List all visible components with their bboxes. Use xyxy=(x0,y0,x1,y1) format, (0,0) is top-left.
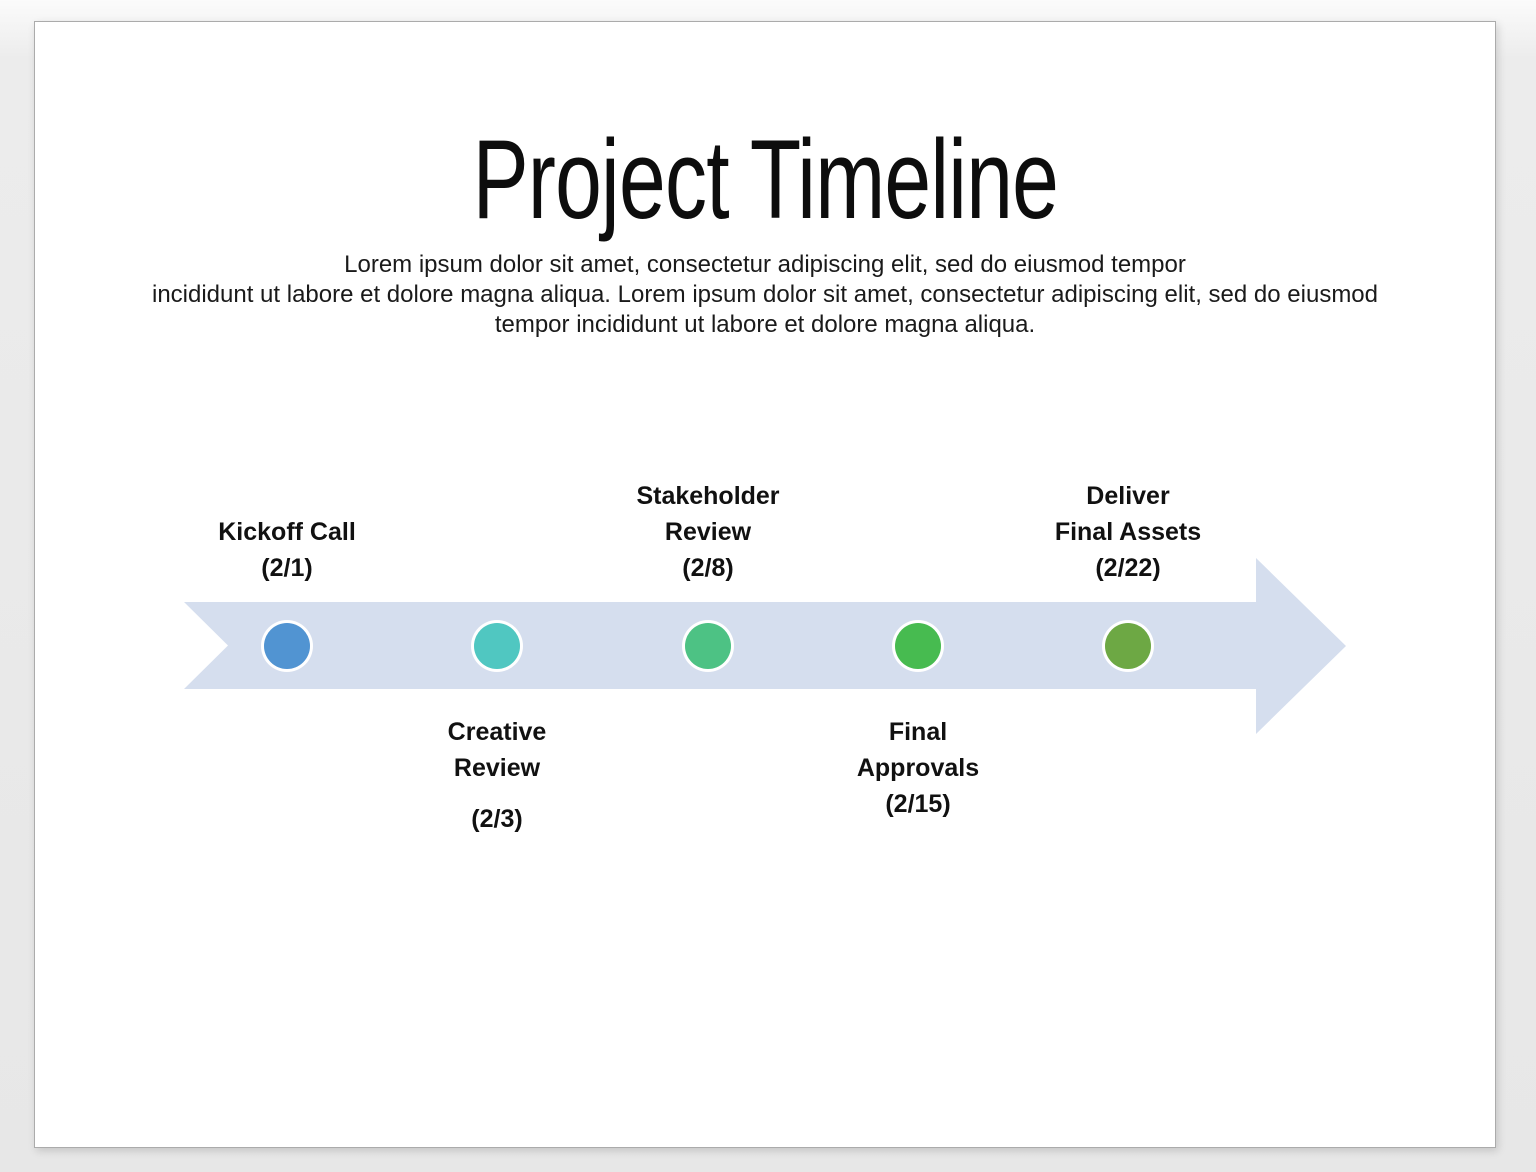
slide-subtitle[interactable]: Lorem ipsum dolor sit amet, consectetur … xyxy=(35,250,1495,340)
milestone-date: (2/1) xyxy=(261,554,313,582)
milestone-name-line: Review xyxy=(453,754,541,782)
milestone-dot-deliver-final-assets[interactable] xyxy=(1105,623,1151,669)
milestone-name-line: Stakeholder xyxy=(636,482,780,510)
milestone-dot-kickoff-call[interactable] xyxy=(264,623,310,669)
milestone-label-deliver-final-assets[interactable]: Deliver Final Assets (2/22) xyxy=(1018,478,1238,586)
timeline-arrow-shape xyxy=(184,558,1346,734)
milestone-dot-creative-review[interactable] xyxy=(474,623,520,669)
milestone-name-line: Final xyxy=(888,718,948,746)
milestone-date: (2/15) xyxy=(885,790,951,818)
milestone-dot-final-approvals[interactable] xyxy=(895,623,941,669)
milestone-date: (2/3) xyxy=(471,805,523,833)
subtitle-line: Lorem ipsum dolor sit amet, consectetur … xyxy=(344,251,1186,278)
timeline-arrow[interactable] xyxy=(184,558,1346,734)
milestone-label-creative-review[interactable]: Creative Review (2/3) xyxy=(387,714,607,837)
milestone-name-line: Deliver xyxy=(1086,482,1170,510)
milestone-name-line: Creative xyxy=(447,718,547,746)
milestone-date: (2/8) xyxy=(682,554,734,582)
milestone-name-line: Approvals xyxy=(856,754,980,782)
slide-title-text: Project Timeline xyxy=(472,117,1058,242)
subtitle-line: incididunt ut labore et dolore magna ali… xyxy=(151,281,1378,308)
milestone-dot-stakeholder-review[interactable] xyxy=(685,623,731,669)
milestone-name-line: Review xyxy=(664,518,752,546)
milestone-date: (2/22) xyxy=(1095,554,1161,582)
milestone-label-kickoff-call[interactable]: Kickoff Call (2/1) xyxy=(177,514,397,586)
milestone-label-final-approvals[interactable]: Final Approvals (2/15) xyxy=(808,714,1028,822)
slide-title[interactable]: Project Timeline xyxy=(35,124,1495,270)
milestone-name-line: Kickoff Call xyxy=(218,518,356,546)
subtitle-line: tempor incididunt ut labore et dolore ma… xyxy=(494,311,1036,338)
milestone-label-stakeholder-review[interactable]: Stakeholder Review (2/8) xyxy=(598,478,818,586)
milestone-name-line: Final Assets xyxy=(1054,518,1202,546)
slide-canvas: Project Timeline Lorem ipsum dolor sit a… xyxy=(34,21,1496,1148)
